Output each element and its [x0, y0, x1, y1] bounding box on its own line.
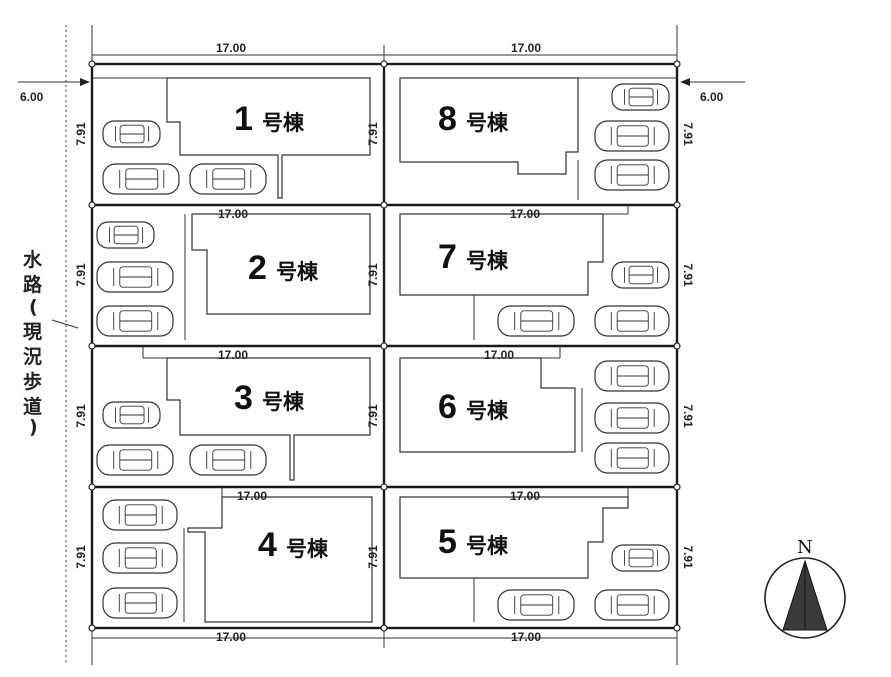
car-icon	[102, 587, 178, 619]
lot-4-depth-inner: 7.91	[366, 545, 380, 569]
car-icon	[102, 542, 178, 574]
dim-bottom-left: 17.00	[216, 630, 246, 644]
car-icon	[497, 589, 575, 621]
lot-7-label: 7 号棟	[438, 238, 509, 276]
lot-3-depth-left: 7.91	[74, 404, 88, 428]
lot-6-label: 6 号棟	[438, 388, 509, 426]
svg-text:号棟: 号棟	[466, 534, 509, 558]
lot-4-width: 17.00	[237, 489, 267, 503]
car-icon	[594, 159, 670, 191]
svg-text:5: 5	[438, 523, 457, 561]
svg-text:号棟: 号棟	[262, 111, 305, 135]
car-icon	[102, 401, 161, 429]
dim-road-right: 6.00	[700, 90, 724, 104]
lot-2-depth-inner: 7.91	[366, 263, 380, 287]
car-icon	[611, 544, 670, 572]
car-icon	[594, 360, 670, 392]
svg-text:6: 6	[438, 388, 457, 426]
car-icon	[611, 83, 670, 111]
lot-7-width: 17.00	[510, 207, 540, 221]
lot-2-label: 2 号棟	[248, 249, 319, 287]
car-icon	[96, 261, 174, 293]
svg-text:号棟: 号棟	[466, 249, 509, 273]
car-icon	[594, 589, 670, 621]
waterway-label: 水 路 ( 現 況 歩 道 )	[23, 249, 43, 438]
car-icon	[96, 444, 174, 476]
dimension-lines	[18, 25, 745, 665]
lot-5-depth-right: 7.91	[681, 545, 695, 569]
svg-text:歩: 歩	[23, 370, 42, 393]
car-icon	[102, 163, 180, 195]
dim-bottom-right: 17.00	[511, 630, 541, 644]
lot-3-width: 17.00	[218, 348, 248, 362]
svg-text:8: 8	[438, 100, 457, 138]
lot-5-label: 5 号棟	[438, 523, 509, 561]
lot-1-depth-left: 7.91	[74, 122, 88, 146]
car-icon	[594, 305, 670, 337]
lot-5-width: 17.00	[510, 489, 540, 503]
lot-3-depth-inner: 7.91	[366, 404, 380, 428]
car-icon	[594, 442, 670, 474]
lot-2-width: 17.00	[218, 207, 248, 221]
svg-text:水: 水	[23, 249, 43, 271]
svg-text:1: 1	[234, 100, 253, 138]
svg-text:2: 2	[248, 249, 267, 287]
svg-text:3: 3	[234, 379, 253, 417]
north-arrow: N	[764, 537, 846, 639]
svg-text:号棟: 号棟	[286, 537, 329, 561]
svg-text:現: 現	[23, 321, 42, 343]
lot-8-label: 8 号棟	[438, 100, 509, 138]
car-icon	[497, 305, 575, 337]
svg-text:(: (	[29, 296, 38, 318]
lot-1-label: 1 号棟	[234, 100, 305, 138]
svg-text:7: 7	[438, 238, 457, 276]
lot-6-depth-right: 7.91	[681, 404, 695, 428]
svg-text:号棟: 号棟	[276, 260, 319, 284]
lot-grid	[88, 60, 681, 632]
lot-2-depth-left: 7.91	[74, 263, 88, 287]
car-icon	[102, 120, 161, 148]
north-label: N	[797, 537, 813, 558]
svg-text:4: 4	[258, 526, 277, 564]
car-icon	[96, 305, 174, 337]
svg-text:号棟: 号棟	[466, 111, 509, 135]
car-icon	[102, 499, 178, 531]
lot-7-depth-right: 7.91	[681, 263, 695, 287]
car-icon	[189, 163, 267, 195]
car-icon	[594, 402, 670, 434]
car-icon	[96, 221, 155, 249]
svg-text:号棟: 号棟	[466, 399, 509, 423]
lot-6-width: 17.00	[484, 348, 514, 362]
car-icon	[189, 444, 267, 476]
car-icon	[611, 261, 670, 289]
dim-road-left: 6.00	[20, 90, 44, 104]
lot-3-label: 3 号棟	[234, 379, 305, 417]
house-footprints	[92, 77, 677, 623]
parking-cars	[96, 83, 670, 621]
lot-8-depth-right: 7.91	[681, 122, 695, 146]
svg-text:): )	[29, 416, 38, 438]
lot-4-label: 4 号棟	[258, 526, 329, 564]
svg-text:道: 道	[23, 395, 42, 418]
svg-text:号棟: 号棟	[262, 390, 305, 414]
lot-1-depth-inner: 7.91	[366, 122, 380, 146]
dim-top-right: 17.00	[511, 41, 541, 55]
svg-text:路: 路	[23, 273, 43, 296]
waterway-leader	[51, 319, 79, 329]
dim-top-left: 17.00	[216, 41, 246, 55]
car-icon	[594, 120, 670, 152]
lot-4-depth-left: 7.91	[74, 545, 88, 569]
svg-text:況: 況	[23, 345, 42, 368]
